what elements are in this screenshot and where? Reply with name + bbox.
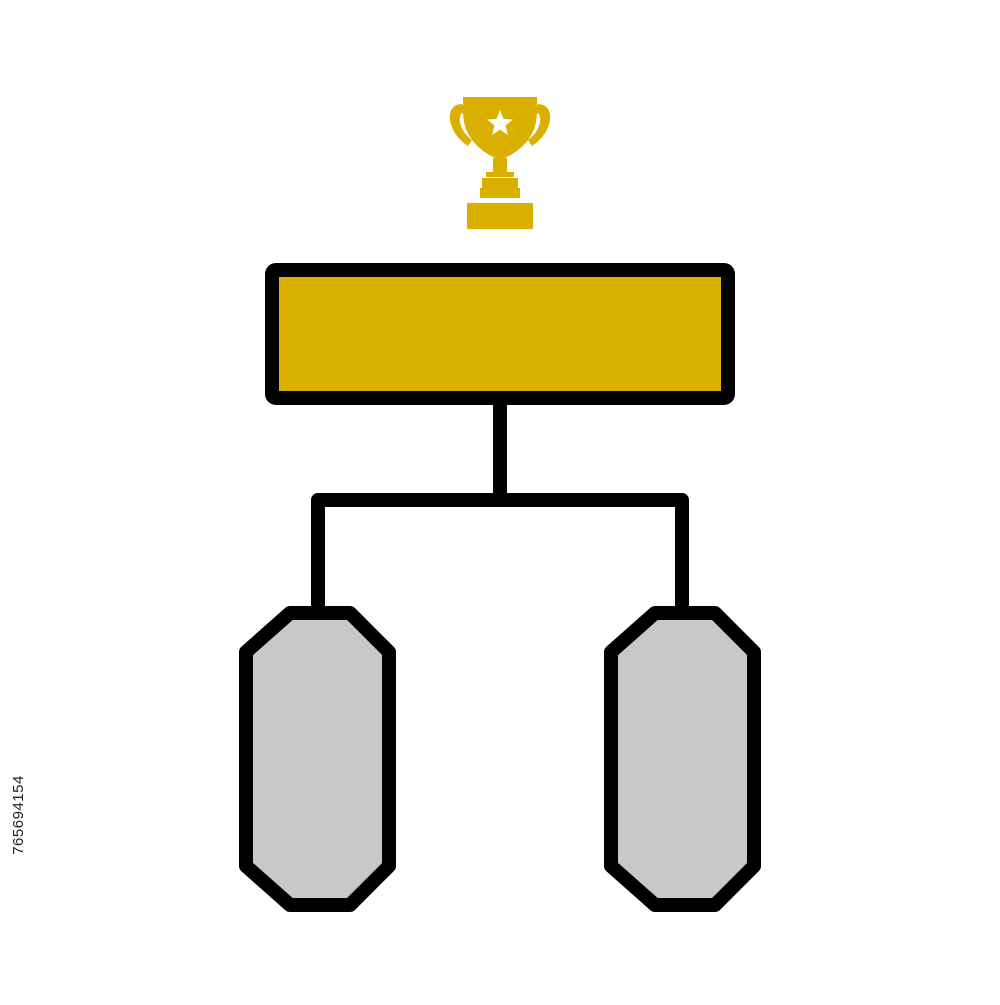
stock-image-id: 765694154 [10,775,27,855]
trophy-base-upper [480,188,520,198]
trophy-base-lower [467,203,533,229]
trophy-base-top [482,178,518,188]
connector-crossbar [311,493,689,613]
star-icon [487,110,513,135]
winner-box [265,263,735,405]
trophy-icon [449,97,551,229]
competitor-slot-right [604,606,761,912]
bracket-connectors [311,398,689,613]
trophy-left-handle [449,104,472,146]
trophy-right-handle [528,104,551,146]
competitor-slot-left [239,606,396,912]
trophy-base-cap [480,198,520,203]
trophy-stem [493,158,507,174]
trophy-neck [486,172,514,177]
